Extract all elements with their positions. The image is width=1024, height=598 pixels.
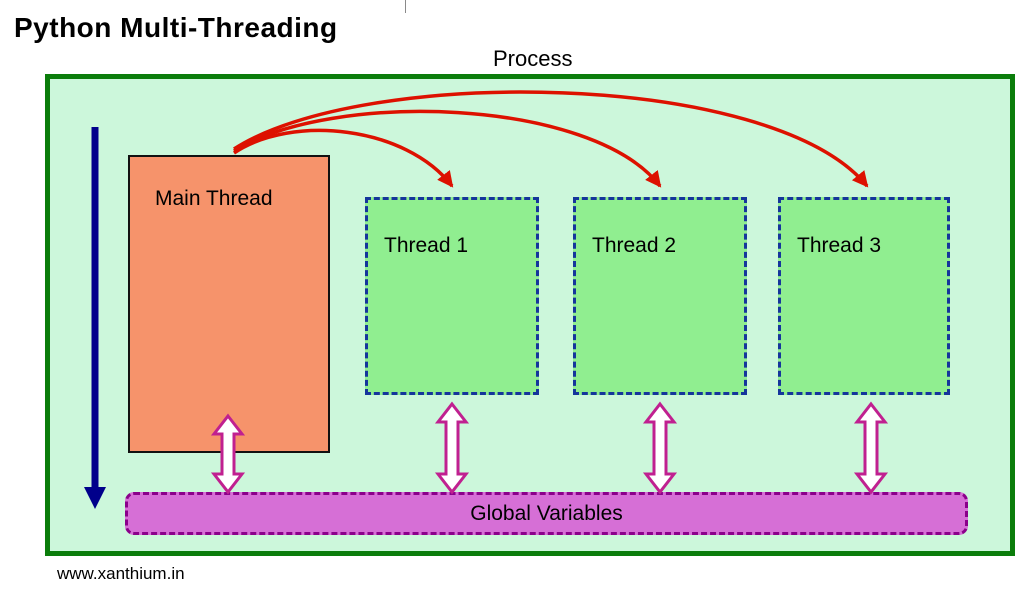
thread-3-box: Thread 3 xyxy=(778,197,950,395)
main-thread-box: Main Thread xyxy=(128,155,330,453)
global-variables-label: Global Variables xyxy=(470,501,623,525)
thread-1-box: Thread 1 xyxy=(365,197,539,395)
thread-3-label: Thread 3 xyxy=(797,234,882,257)
thread-2-label: Thread 2 xyxy=(592,234,677,257)
process-label: Process xyxy=(493,46,573,71)
page-title: Python Multi-Threading xyxy=(14,12,338,43)
thread-1-label: Thread 1 xyxy=(384,234,469,257)
thread-2-box: Thread 2 xyxy=(573,197,747,395)
main-thread-label: Main Thread xyxy=(155,187,273,210)
cursor-tick xyxy=(405,0,406,13)
footer-url: www.xanthium.in xyxy=(57,564,185,583)
global-variables-bar: Global Variables xyxy=(125,492,968,535)
